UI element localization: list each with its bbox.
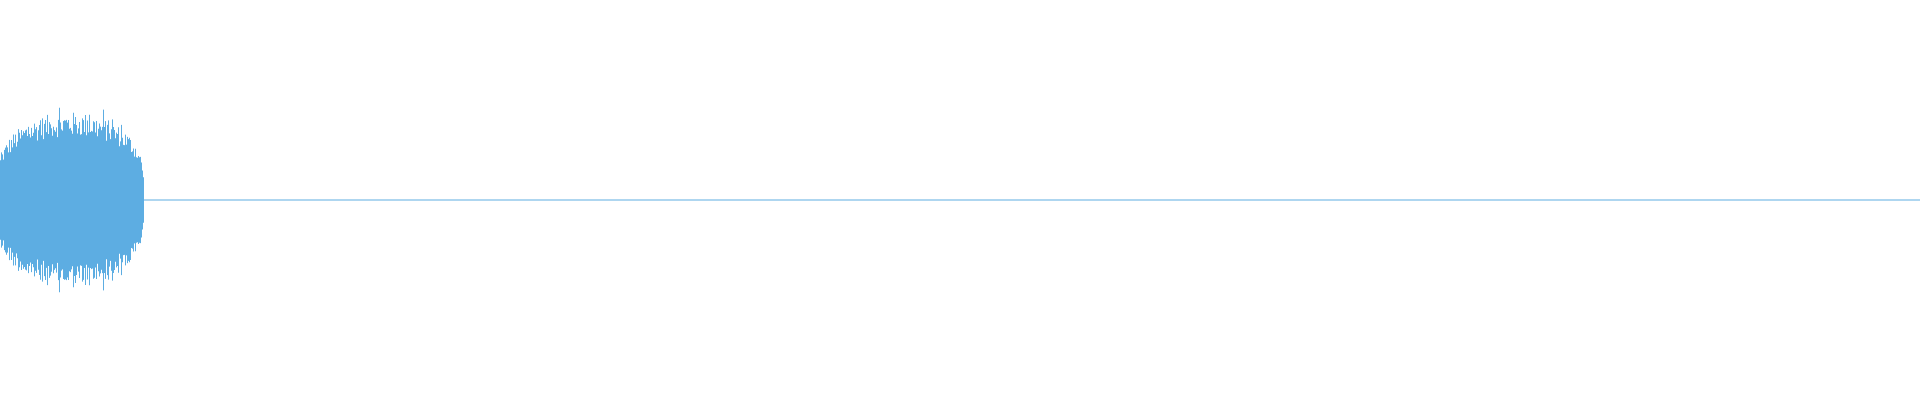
waveform-bars	[0, 107, 1920, 293]
